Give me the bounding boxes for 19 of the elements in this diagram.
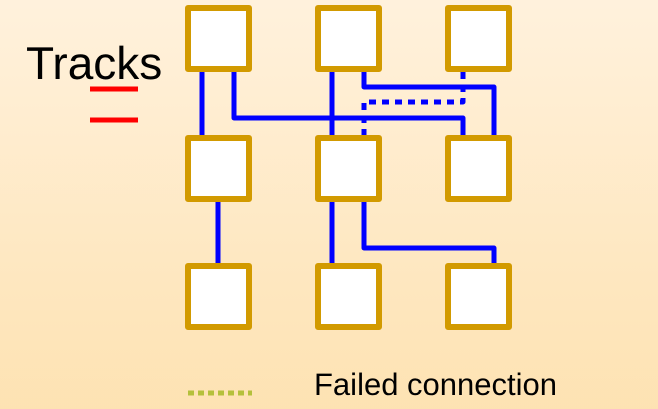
- cell-block: [315, 5, 382, 72]
- wire: [362, 72, 496, 135]
- cell-block: [445, 135, 512, 202]
- cell-block: [445, 5, 512, 72]
- wire: [330, 202, 334, 263]
- dashed-wire: [362, 72, 466, 135]
- cell-block: [445, 263, 512, 330]
- cell-block: [315, 135, 382, 202]
- cell-block: [185, 263, 252, 330]
- wire: [232, 72, 466, 135]
- wire: [330, 72, 334, 135]
- cell-block: [185, 135, 252, 202]
- wire: [362, 202, 496, 263]
- cell-block: [315, 263, 382, 330]
- wire: [200, 72, 204, 135]
- legend-text: Failed connection: [314, 367, 557, 403]
- cell-block: [185, 5, 252, 72]
- wire: [216, 202, 220, 263]
- track-label: Tracks: [26, 36, 162, 90]
